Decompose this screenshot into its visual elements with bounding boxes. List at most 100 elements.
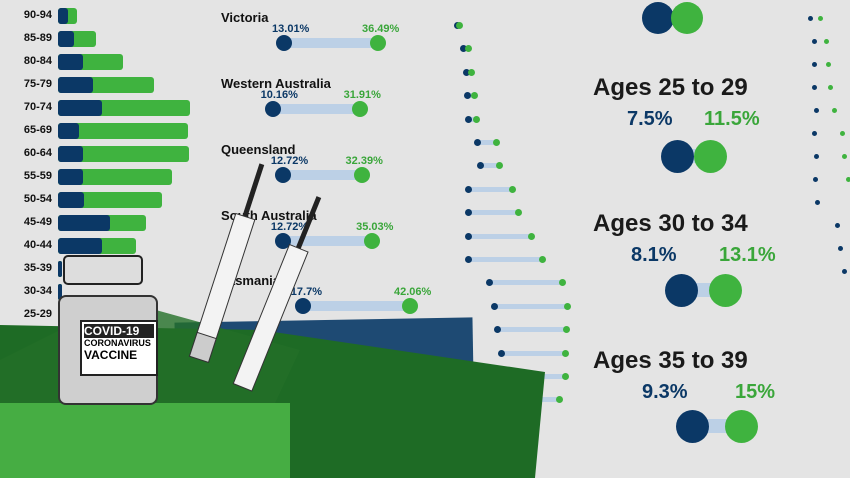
mini-track [468,116,476,122]
far-second-dot [842,154,847,159]
mini-track [468,186,512,192]
age-label: 50-54 [23,193,52,205]
second-dose-dot [351,101,368,117]
mini-second-dot [528,232,535,240]
far-first-dot [813,177,818,182]
mini-second-dot [465,45,472,53]
age-group-first-dot [661,140,694,173]
second-dose-dot [353,167,370,183]
first-dose-bar [58,215,110,231]
mini-track [494,303,567,309]
age-label: 70-74 [23,101,52,113]
age-group-title: Ages 35 to 39 [593,347,748,374]
age-group-second-dot [725,410,758,443]
first-dose-bar [58,123,79,139]
age-group-title: Ages 30 to 34 [593,210,748,237]
far-first-dot [812,39,817,44]
first-dose-pct: 13.01% [272,23,310,35]
mini-first-dot [491,302,498,310]
mini-first-dot [494,326,501,334]
age-group-second-pct: 11.5% [704,108,760,130]
age-group-second-pct: 13.1% [719,244,776,266]
mini-track [497,327,566,333]
second-dose-pct: 32.39% [345,155,383,167]
mini-first-dot [465,209,472,217]
age-label: 90-94 [23,9,52,21]
partial-second-dot [671,2,703,34]
state-name: Queensland [221,142,296,157]
syringe-illustration [188,163,322,392]
mini-second-dot [493,139,500,146]
age-label: 80-84 [23,55,52,67]
age-label: 40-44 [23,239,52,251]
vial-label-line3: VACCINE [84,348,138,362]
first-dose-dot [274,167,291,183]
far-second-dot [824,39,829,44]
far-first-dot [814,154,819,159]
first-dose-bar [58,261,62,277]
second-dose-bar [58,123,188,139]
dumbbell-track [282,236,373,246]
second-dose-pct: 42.06% [394,286,432,298]
first-dose-bar [58,8,68,24]
mini-second-dot [509,185,516,193]
vaccine-vial: COVID-19 CORONAVIRUS VACCINE [58,255,158,405]
age-group-second-pct: 15% [735,381,776,403]
mini-second-dot [456,22,463,29]
first-dose-bar [58,54,83,70]
second-dose-dot [402,298,418,314]
vial-label-line1: COVID-19 [84,324,154,338]
mini-second-dot [539,256,546,263]
second-dose-bar [58,146,189,162]
mini-second-dot [563,326,570,334]
mini-second-dot [471,92,478,100]
dumbbell-track [272,104,360,114]
far-first-dot [842,269,847,274]
age-label: 30-34 [23,285,52,297]
mini-first-dot [464,92,471,100]
first-dose-bar [58,77,93,93]
far-first-dot [814,108,819,113]
second-dose-bar [58,169,172,185]
second-dose-bar [58,192,162,208]
age-label: 75-79 [23,78,52,90]
age-group-second-dot [709,274,742,307]
mini-track [501,350,565,356]
far-second-dot [818,16,823,21]
age-group-first-pct: 7.5% [627,108,673,130]
age-label: 35-39 [23,262,52,274]
mini-first-dot [460,45,467,53]
first-dose-bar [58,100,102,116]
dumbbell-track [284,38,378,48]
vial-label-line2: CORONAVIRUS [84,338,151,348]
mini-first-dot [477,162,484,170]
first-dose-bar [58,284,62,300]
age-label: 65-69 [23,124,52,136]
mini-first-dot [474,139,481,146]
mini-first-dot [463,68,470,76]
mini-track [480,163,499,169]
age-label: 55-59 [23,170,52,182]
mini-first-dot [498,349,505,357]
mini-track [468,210,518,216]
first-dose-bar [58,31,74,47]
far-second-dot [846,177,850,182]
age-group-first-pct: 8.1% [631,244,677,266]
age-group-first-dot [665,274,698,307]
first-dose-bar [58,169,83,185]
first-dose-dot [294,298,311,314]
far-first-dot [838,246,843,251]
first-dose-bar [58,192,84,208]
mini-second-dot [496,162,503,170]
age-label: 25-29 [23,308,52,320]
far-second-dot [832,108,837,113]
far-first-dot [835,223,840,228]
mini-track [468,257,542,262]
first-dose-pct: 12.72% [270,155,309,167]
second-dose-pct: 36.49% [361,23,400,35]
age-label: 60-64 [23,147,52,159]
mini-second-dot [562,349,569,357]
first-dose-pct: 12.72% [270,221,309,233]
age-label: 45-49 [23,216,52,228]
mini-first-dot [465,232,472,240]
